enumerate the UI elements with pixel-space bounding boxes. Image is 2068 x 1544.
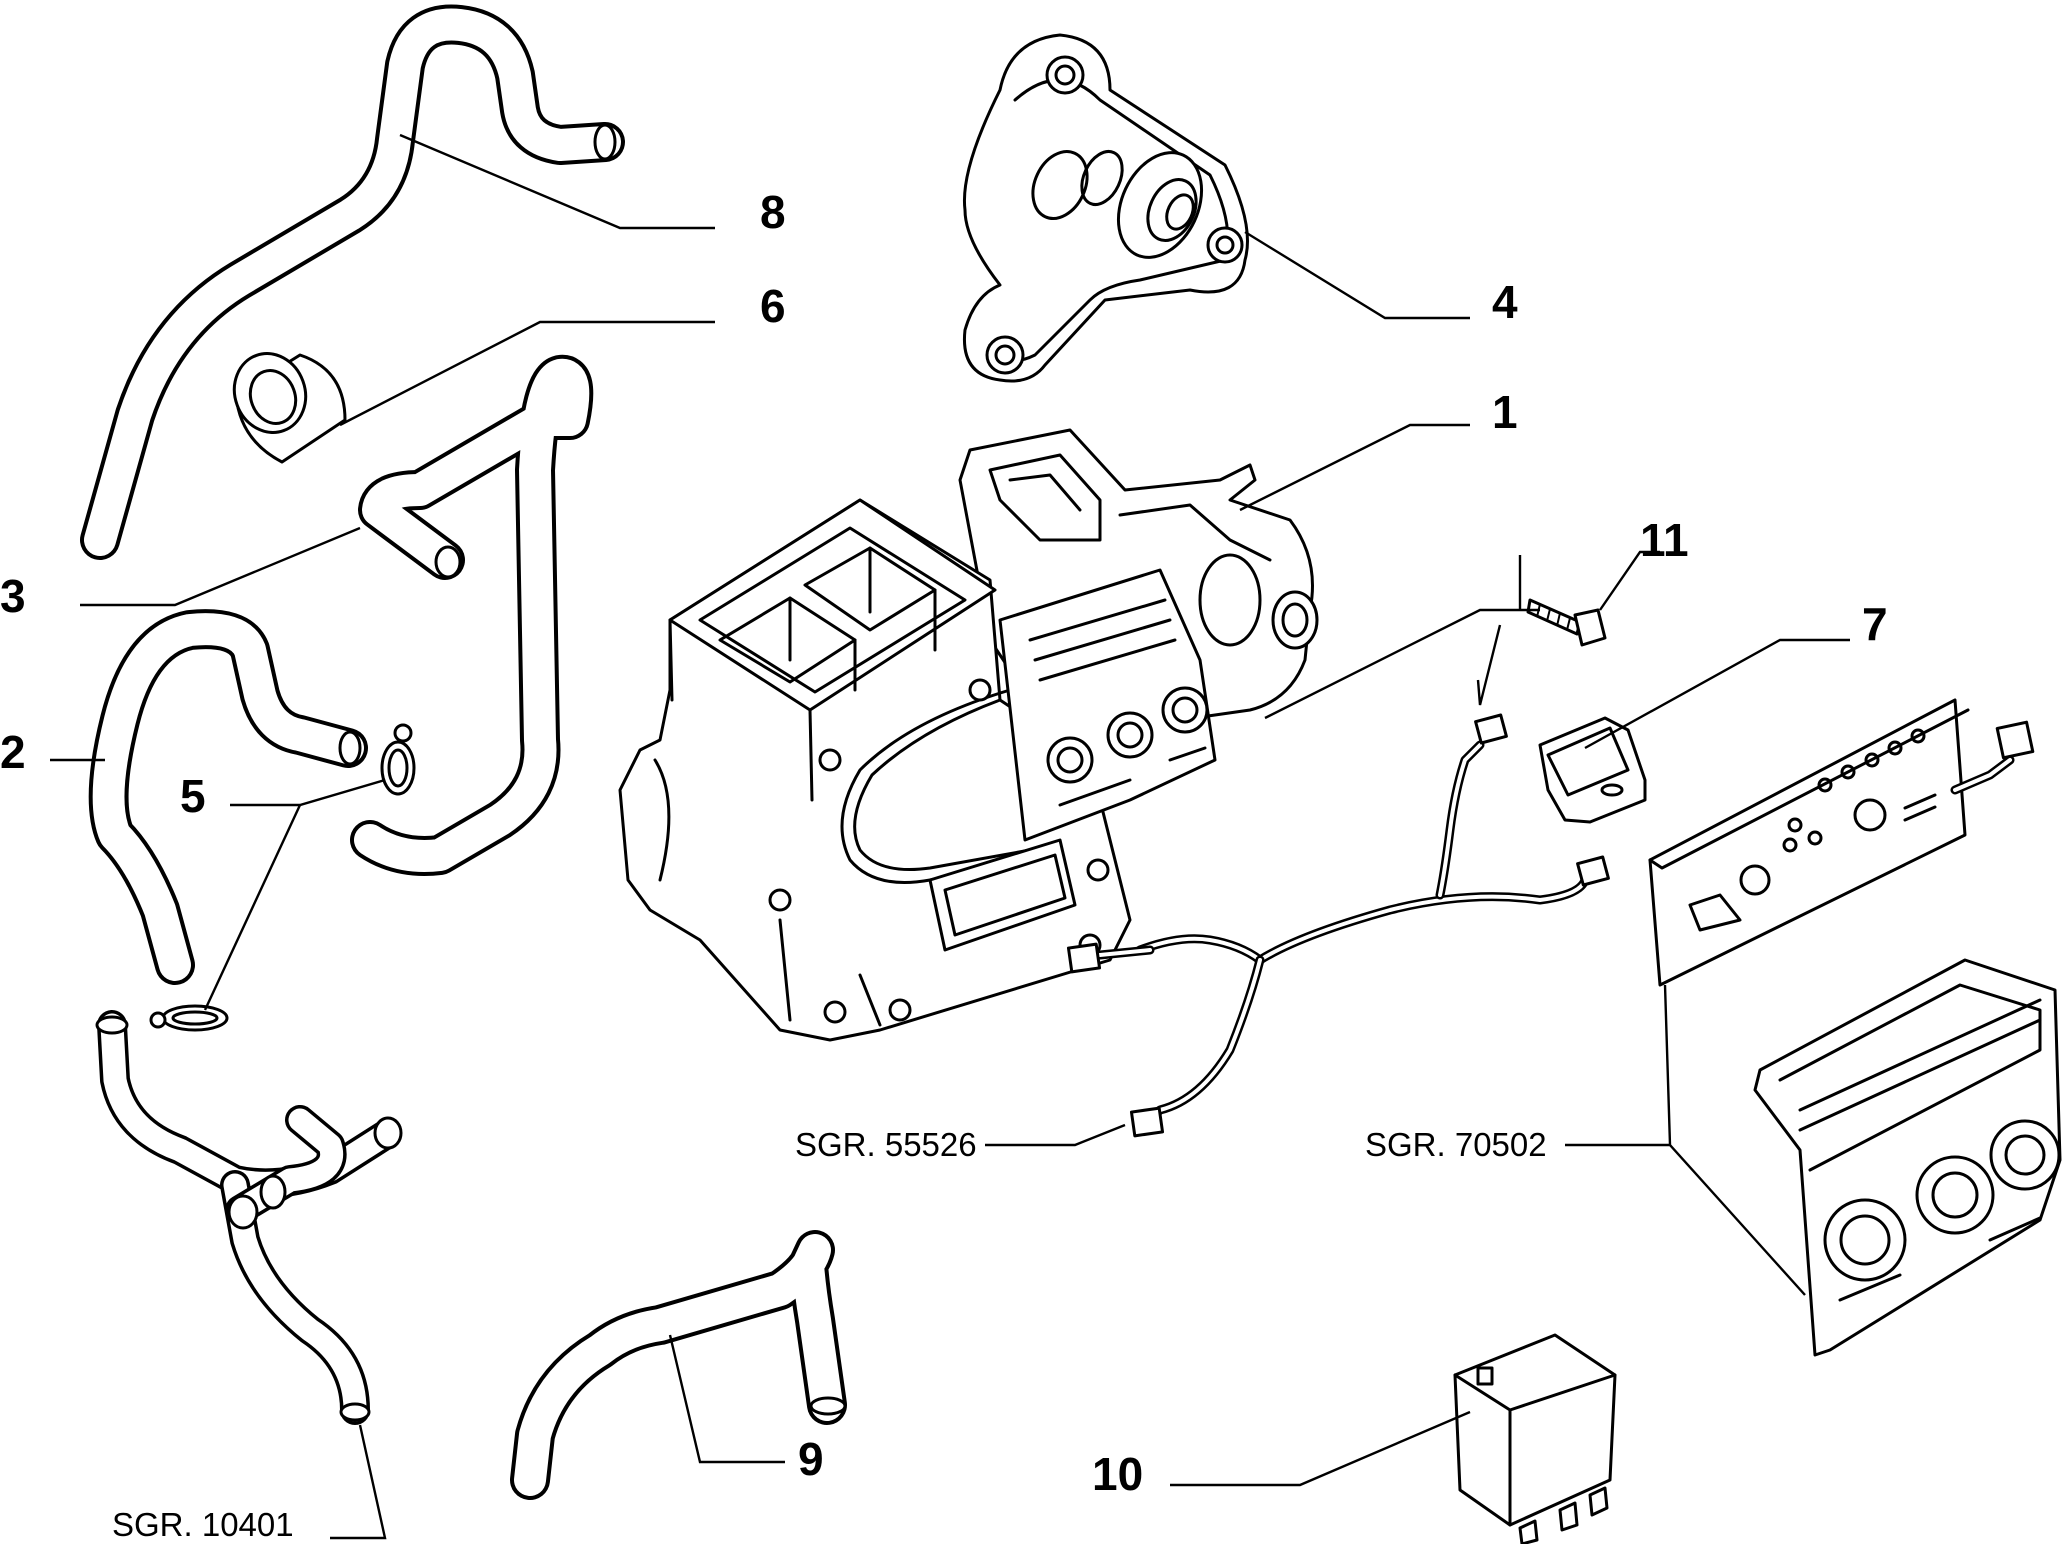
- knob-part-7: [1538, 716, 1647, 824]
- callout-2: 2: [0, 726, 26, 778]
- ref-sgr-70502: SGR. 70502: [1365, 1126, 1547, 1163]
- wiring-harness-sgr-55526: [1066, 713, 1610, 1138]
- clamp-part-5: [149, 723, 416, 1032]
- relay-part-10: [1453, 1333, 1617, 1544]
- heater-unit-part-1: [618, 428, 1319, 1042]
- hose-part-3: [350, 354, 594, 876]
- callout-10: 10: [1092, 1448, 1143, 1500]
- callout-9: 9: [798, 1433, 824, 1485]
- grommet-part-6: [232, 352, 347, 464]
- hose-assembly-sgr-10401: [95, 1010, 403, 1425]
- callout-4: 4: [1492, 276, 1518, 328]
- hose-part-2: [88, 609, 368, 985]
- cover-plate-part-4: [962, 33, 1249, 383]
- callout-7: 7: [1862, 598, 1888, 650]
- control-panel-sgr-70502: [1648, 698, 2062, 1357]
- callout-8: 8: [760, 186, 786, 238]
- ref-sgr-10401: SGR. 10401: [112, 1506, 294, 1543]
- callout-6: 6: [760, 280, 786, 332]
- callout-3: 3: [0, 570, 26, 622]
- callout-labels: 8 6 3 2 5 4 1 11 7 9 10 SGR. 55526 SGR. …: [0, 186, 1888, 1543]
- leader-lines: [50, 133, 1850, 1540]
- bolt-part-11: [1526, 598, 1607, 647]
- callout-1: 1: [1492, 386, 1518, 438]
- callout-11: 11: [1640, 514, 1689, 566]
- callout-5: 5: [180, 770, 206, 822]
- hose-part-9: [510, 1230, 847, 1500]
- ref-sgr-55526: SGR. 55526: [795, 1126, 977, 1163]
- hose-part-8: [80, 4, 625, 560]
